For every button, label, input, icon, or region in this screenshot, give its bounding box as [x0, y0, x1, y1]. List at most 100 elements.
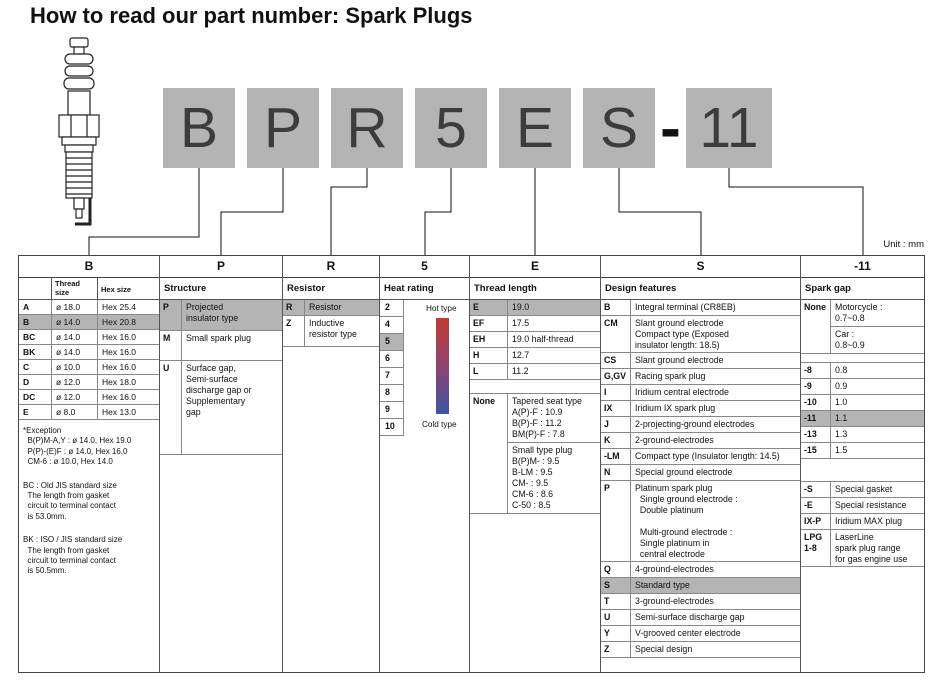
row-value: Compact type (Insulator length: 14.5) [635, 450, 780, 461]
row-code: B [19, 315, 52, 329]
code-separator: - [660, 93, 681, 163]
none-value-stack: Tapered seat type A(P)-F : 10.9 B(P)-F :… [508, 394, 600, 513]
row-value: 3-ground-electrodes [635, 595, 714, 606]
connector-line-s [618, 168, 702, 256]
row-code: EF [470, 316, 508, 331]
row-hex: Hex 20.8 [102, 317, 137, 327]
row-thread: ø 14.0 [52, 330, 98, 344]
row-code: Q [601, 561, 631, 577]
column-header-11: -11 [801, 256, 924, 278]
row-code: C [19, 360, 52, 374]
thread-subheader: Thread size Hex size [19, 278, 159, 300]
row-value: 0.9 [835, 380, 848, 391]
row-code: E [19, 405, 52, 419]
code-box-r: R [331, 88, 403, 168]
column-header-5: 5 [380, 256, 469, 278]
heat-value: 8 [380, 385, 404, 402]
row-value: 12.7 [512, 350, 530, 360]
row-code: DC [19, 390, 52, 404]
row-code: None [470, 394, 508, 513]
row-code: LPG 1-8 [801, 529, 831, 566]
row-hex: Hex 18.0 [102, 377, 137, 387]
row-code: A [19, 300, 52, 314]
connector-line-r [330, 168, 368, 256]
heat-value: 5 [380, 334, 404, 351]
heat-value: 9 [380, 402, 404, 419]
subheader-thread-size: Thread size [52, 278, 98, 299]
column-heat-rating: 5 Heat rating 2 4 5 6 7 8 9 10 Hot type … [380, 256, 470, 672]
resistor-label: Resistor [283, 278, 379, 300]
row-value: Iridium IX spark plug [635, 402, 716, 413]
row-code: BC [19, 330, 52, 344]
row-code: G,GV [601, 368, 631, 384]
row-code: K [601, 432, 631, 448]
row-value: 2-ground-electrodes [635, 434, 714, 445]
small-type-block: Small type plug B(P)M- : 9.5 B-LM : 9.5 … [512, 444, 573, 510]
connector-line-p [220, 168, 284, 256]
row-value: Special gasket [835, 483, 893, 494]
row-value: 1.0 [835, 396, 848, 407]
row-code: D [19, 375, 52, 389]
subheader-code-cell [19, 278, 52, 299]
row-code: J [601, 416, 631, 432]
subheader-hex-size: Hex size [101, 285, 132, 294]
table-row: J 2-projecting-ground electrodes [601, 416, 800, 433]
none-gap-row: None Motorcycle : 0.7~0.8 Car : 0.8~0.9 [801, 300, 924, 354]
row-code: CS [601, 352, 631, 368]
exception-note: *Exception B(P)M-A,Y : ø 14.0, Hex 19.0 … [23, 426, 132, 467]
row-code: EH [470, 332, 508, 347]
row-thread: ø 8.0 [52, 405, 98, 419]
car-gap: Car : 0.8~0.9 [835, 328, 865, 350]
row-value: Projected insulator type [186, 302, 239, 323]
connector-line-5 [424, 168, 452, 256]
code-box-s: S [583, 88, 655, 168]
unit-label: Unit : mm [883, 239, 924, 250]
column-header-s: S [601, 256, 800, 278]
row-value: Surface gap, Semi-surface discharge gap … [186, 363, 252, 417]
code-box-11: 11 [686, 88, 772, 168]
row-value: Resistor [309, 302, 342, 312]
row-value: 4-ground-electrodes [635, 563, 714, 574]
row-hex: Hex 16.0 [102, 392, 137, 402]
row-value: 0.8 [835, 364, 848, 375]
row-code: IX-P [801, 513, 831, 529]
column-header-r: R [283, 256, 379, 278]
row-code: E [470, 300, 508, 315]
connector-line-11 [728, 168, 864, 256]
row-code: U [160, 361, 182, 454]
row-value: 2-projecting-ground electrodes [635, 418, 755, 429]
row-hex: Hex 13.0 [102, 407, 137, 417]
heat-value: 7 [380, 368, 404, 385]
row-thread: ø 14.0 [52, 315, 98, 329]
heat-value: 6 [380, 351, 404, 368]
row-value: Small spark plug [186, 333, 252, 343]
row-thread: ø 18.0 [52, 300, 98, 314]
none-thread-length-row: None Tapered seat type A(P)-F : 10.9 B(P… [470, 393, 600, 514]
row-value: Special resistance [835, 499, 907, 510]
